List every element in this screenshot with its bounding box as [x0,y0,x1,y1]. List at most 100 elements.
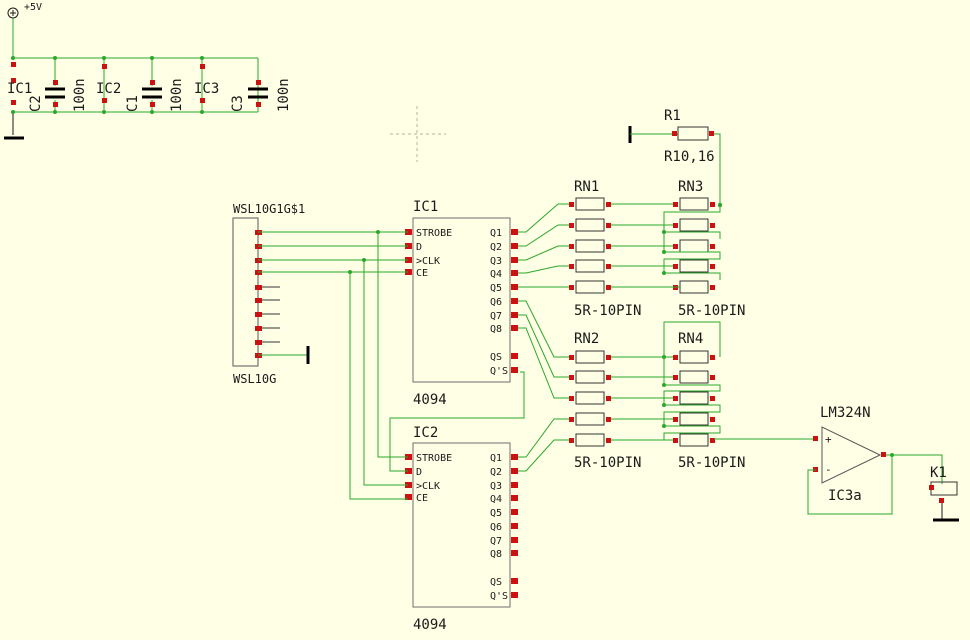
net-junction [662,271,666,275]
net-wire [518,265,569,274]
rn4-name: RN4 [678,331,703,347]
cap-c2-name: C2 [28,95,44,112]
resistor-pad [569,417,574,422]
control-wiring [258,230,525,500]
resistor-network-element [679,280,709,294]
ic2-right-pin-pad [511,523,518,529]
resistor-network-element [679,259,709,273]
ic2-right-pin-pad [511,537,518,543]
connector-name: WSL10G1G$1 [233,202,305,216]
resistor-r1 [628,126,722,207]
net-junction [662,250,666,254]
connector-value: WSL10G [233,372,276,386]
vcc-symbol [7,7,19,67]
net-junction [718,203,722,207]
resistor-pad [710,355,715,360]
crosshair-cursor-icon [390,106,446,162]
ic1-left-pin-pad [405,269,412,275]
ic2-pin-label: Q5 [490,508,502,519]
ic2-left-pin-pad [405,482,412,488]
resistor-pad [710,264,715,269]
rn4-value: 5R-10PIN [678,455,745,471]
ic2-right-pin-pad [511,509,518,515]
resistor-pad [569,396,574,401]
speaker-k1 [929,481,959,522]
resistor-pad [606,264,611,269]
ic1-pin-label: Q6 [490,297,502,308]
connector-pin-pad [255,312,262,317]
ic2-pin-label: Q2 [490,467,502,478]
ic1-power-pins [11,78,16,105]
connector-pin-pad [255,298,262,303]
ic1-name: IC1 [413,199,438,215]
ic2-right-pin-pad [511,482,518,488]
resistor-pad [673,355,678,360]
opamp-lm324n: + - [714,426,943,515]
resistor-pad [606,417,611,422]
ic2-pin-label: Q6 [490,522,502,533]
ic2-pin-label: Q8 [490,549,502,560]
net-junction [662,383,666,387]
ic2-type: 4094 [413,617,447,633]
resistor-pad [710,202,715,207]
resistor-pad [710,375,715,380]
ic2-pin-label: QS [490,577,502,588]
resistor-network-element [575,259,605,273]
ic2-name: IC2 [413,425,438,441]
capacitor-c3 [248,58,268,107]
resistor-network-element [679,412,709,426]
connector-pin-pad [255,326,262,331]
ic1-pin-label: QS [490,352,502,363]
resistor-pad [673,375,678,380]
ic2-pin-label: STROBE [416,453,452,464]
resistor-network-element [575,391,605,405]
ic1-right-pin-pad [511,325,518,331]
rn2-value: 5R-10PIN [574,455,641,471]
capacitor-c2 [45,58,65,112]
net-wire [518,314,569,378]
resistor-pad [569,355,574,360]
resistor-network-element [679,391,709,405]
ic1-pin-label: Q'S [490,366,508,377]
ic2-right-pin-pad [511,454,518,460]
ic2-left-pin-pad [405,494,412,500]
r1-name: R1 [664,108,681,124]
net-wire [518,203,569,233]
ic2-left-pin-pad [405,454,412,460]
resistor-network-element [575,433,605,447]
resistor-pad [606,355,611,360]
resistor-network-element [679,433,709,447]
cap-c1-name: C1 [125,95,141,112]
resistor-pad [606,223,611,228]
resistor-network-element [575,197,605,211]
ic1-right-pin-pad [511,243,518,249]
ic1-pin-label: CE [416,268,428,279]
resistor-pad [569,223,574,228]
resistor-pad [606,244,611,249]
ic2-left-pin-pad [405,468,412,474]
net-wire [518,300,569,358]
resistor-pad [673,264,678,269]
resistor-network-element [575,370,605,384]
ic1-left-pin-pad [405,243,412,249]
resistor-pad [606,396,611,401]
resistor-pad [569,438,574,443]
opamp-type: LM324N [820,405,871,421]
resistor-network-element [679,197,709,211]
ic1-right-pin-pad [511,257,518,263]
resistor-pad [673,417,678,422]
net-junction [662,355,666,359]
resistor-network-group [518,197,816,472]
resistor-pad [710,285,715,290]
net-wire [663,321,721,357]
net-wire [518,245,569,261]
resistor-network-element [679,370,709,384]
ic2-pin-label: Q7 [490,536,502,547]
connector-wsl10g [232,217,310,367]
ic1-pin-label: Q4 [490,269,502,280]
net-wire [518,439,569,472]
resistor-pad [673,223,678,228]
vcc-label: +5V [24,2,42,13]
rn3-value: 5R-10PIN [678,303,745,319]
ic2-right-pin-pad [511,592,518,598]
